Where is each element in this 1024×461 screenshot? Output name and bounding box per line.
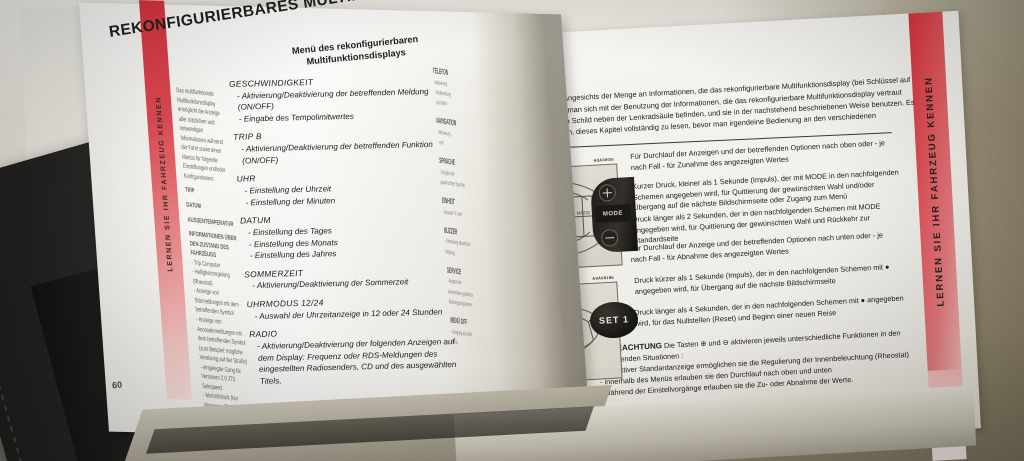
right-tab-label: LERNEN SIE IHR FAHRZEUG KENNEN (923, 75, 947, 307)
fold-item-sprache-1: Eingabe der gewünschten Sprache (440, 167, 468, 191)
menu-column: GESCHWINDIGKEIT Aktivierung/Deaktivierun… (228, 67, 469, 387)
left-tab-label: LERNEN SIE IHR FAHRZEUG KENNEN (154, 96, 175, 272)
fold-item-buzzer-1: Einstellung akustische Meldung (445, 237, 473, 261)
mode-button-label: MODE (594, 204, 632, 224)
mode-button-cluster: MODE (590, 176, 640, 254)
intro-heading-trip: TRIP (184, 187, 195, 196)
fold-item-service-1: Angabe der kommenden geplanten Wartungsp… (447, 277, 476, 311)
menu-item-radio-1: Aktivierung/Deaktivierung der folgenden … (257, 336, 469, 387)
intro-heading-aussentemperatur: AUSSENTEMPERATUR (187, 216, 234, 228)
left-page-number: 60 (111, 379, 123, 391)
svg-text:MODE: MODE (577, 210, 591, 216)
fold-item-menueoff-1: Ausgang aus dem Menü (451, 327, 479, 351)
intro-item-4: Anzeige von Anomaliemeldungen mit dem be… (196, 315, 249, 368)
menu-item-tripb-1: Aktivierung/Deaktivierung der betreffend… (241, 139, 451, 167)
intro-paragraph: Das multifunktionale Multifunktionsdispl… (176, 86, 226, 183)
intro-heading-datum: DATUM (186, 201, 202, 211)
